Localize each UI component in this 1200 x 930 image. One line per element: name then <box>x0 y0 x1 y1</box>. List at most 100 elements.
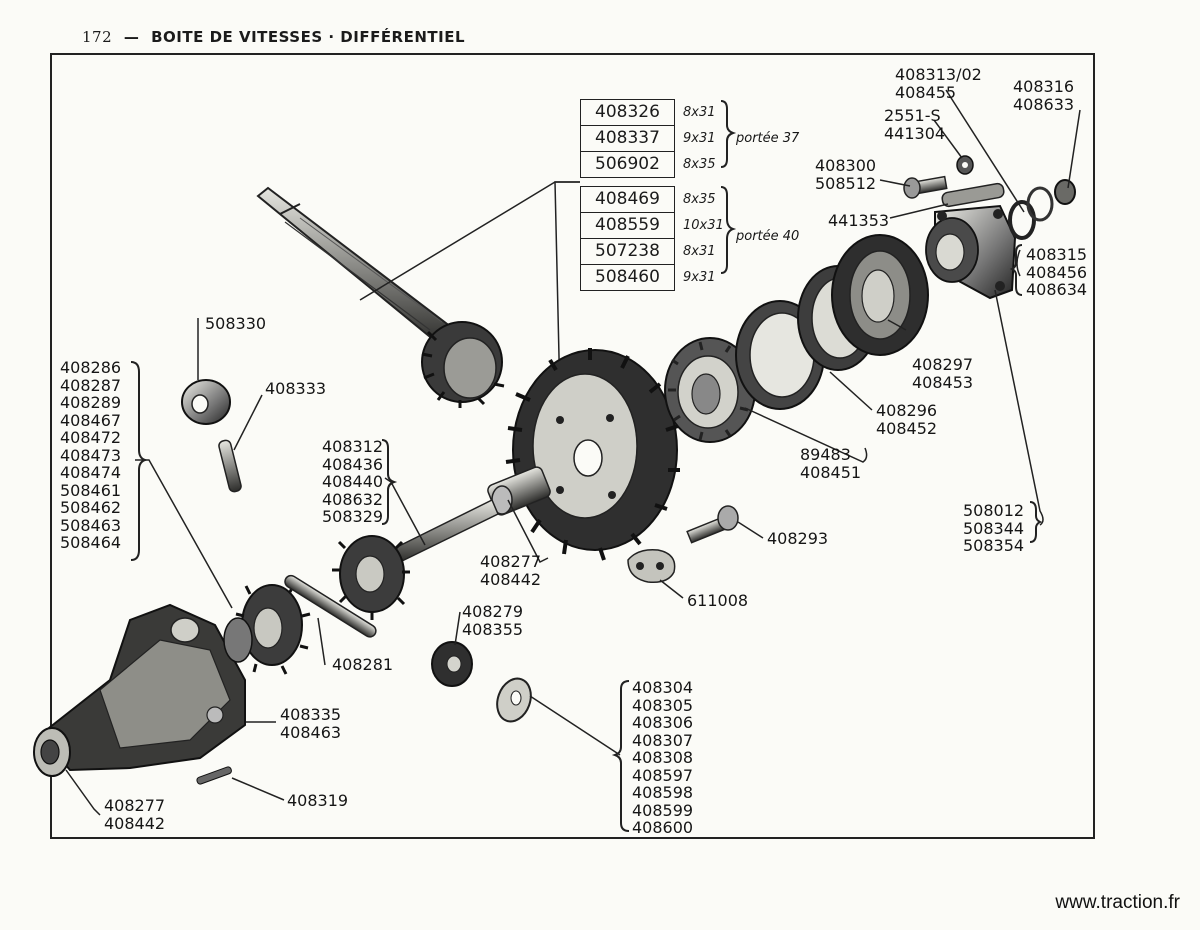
part-number: 408286 <box>60 358 122 377</box>
part-number: 408632 <box>322 489 384 509</box>
diagram-frame <box>50 53 1095 839</box>
part-number: 508464 <box>60 533 122 552</box>
pin-408333 <box>218 439 242 493</box>
crown-wheel <box>505 348 680 561</box>
part-number: 408436 <box>322 454 384 474</box>
label-408286: 408286 408287 408289 408467 408472 40847… <box>60 359 121 552</box>
part-number: 408319 <box>287 791 349 810</box>
table-row: 508460 9x31 <box>580 264 726 291</box>
part-number: 508012 <box>963 501 1025 520</box>
part-number: 508330 <box>205 314 267 333</box>
label-611008: 611008 <box>687 592 748 610</box>
size-cell: 9x31 <box>683 270 716 285</box>
part-number: 408279 <box>462 602 524 621</box>
part-number: 408312 <box>322 437 384 456</box>
label-408335: 408335 408463 <box>280 706 341 741</box>
part-number: 408442 <box>480 569 542 589</box>
label-408300: 408300 508512 <box>815 157 876 192</box>
header-dash: — <box>123 28 140 46</box>
part-number: 408473 <box>60 445 122 465</box>
part-number: 408296 <box>876 401 938 420</box>
part-number: 408455 <box>895 82 957 102</box>
ref-cell: 408469 <box>580 186 675 213</box>
label-2551-s: 2551-S 441304 <box>884 107 945 142</box>
part-number: 408440 <box>322 472 384 491</box>
part-number: 408442 <box>104 813 166 833</box>
leader-lines <box>359 181 580 401</box>
part-number: 508344 <box>963 518 1025 538</box>
part-number: 408335 <box>280 705 342 724</box>
nut-508330 <box>181 379 231 425</box>
label-408293: 408293 <box>767 530 828 548</box>
ref-cell: 408326 <box>580 99 675 126</box>
part-number: 408333 <box>265 379 327 398</box>
part-number: 408315 <box>1026 245 1088 264</box>
side-gear <box>223 583 311 675</box>
part-number: 408355 <box>462 619 524 639</box>
label-408277-left: 408277 408442 <box>104 797 165 832</box>
brackets <box>130 100 1043 832</box>
lock-tab <box>627 548 676 584</box>
ref-cell: 408337 <box>580 125 675 152</box>
label-408296: 408296 408452 <box>876 402 937 437</box>
part-number: 408474 <box>60 463 122 482</box>
page-title: BOITE DE VITESSES · DIFFÉRENTIEL <box>151 28 466 46</box>
locking-plate <box>941 182 1005 208</box>
bolt-408293 <box>686 505 739 544</box>
part-number: 408306 <box>632 713 694 732</box>
table-row: 506902 8x35 <box>580 151 726 178</box>
part-number: 408313/02 <box>895 65 982 84</box>
page-number: 172 <box>82 28 113 46</box>
part-number: 408308 <box>632 748 694 767</box>
pinion-gear <box>421 321 505 408</box>
part-number: 408597 <box>632 765 694 785</box>
output-flange <box>925 204 1017 300</box>
bolt-408300 <box>903 175 948 199</box>
part-number: 508461 <box>60 480 122 500</box>
ref-cell: 506902 <box>580 151 675 178</box>
label-408277-center: 408277 408442 <box>480 553 541 588</box>
part-number: 408289 <box>60 393 122 412</box>
pinion-shaft <box>256 186 457 347</box>
part-number: 89483 <box>800 445 851 464</box>
part-number: 408472 <box>60 428 122 447</box>
part-number: 408452 <box>876 418 938 438</box>
label-408279: 408279 408355 <box>462 603 523 638</box>
label-508012: 508012 508344 508354 <box>963 502 1024 555</box>
part-number: 408300 <box>815 156 877 175</box>
portee-37-label: portée 37 <box>736 131 800 146</box>
part-number: 508329 <box>322 507 384 526</box>
label-89483: 89483 408451 <box>800 446 861 481</box>
size-cell: 8x35 <box>683 157 716 172</box>
pin-408319 <box>196 766 232 785</box>
part-number: 408599 <box>632 800 694 820</box>
callout-lines <box>65 89 1081 816</box>
label-408304: 408304 408305 408306 408307 408308 40859… <box>632 679 693 837</box>
part-number: 408463 <box>280 722 342 742</box>
seal-ring <box>1008 179 1076 240</box>
part-number: 508354 <box>963 536 1025 555</box>
part-number: 611008 <box>687 591 749 610</box>
label-408315: 408315 408456 408634 <box>1026 246 1087 299</box>
part-number: 408316 <box>1013 77 1075 96</box>
differential-case <box>33 603 246 777</box>
thrust-washer <box>496 677 532 723</box>
ref-cell: 508460 <box>580 264 675 291</box>
label-408333: 408333 <box>265 380 326 398</box>
part-number: 508462 <box>60 498 122 517</box>
part-number: 508512 <box>815 173 877 193</box>
part-number: 441304 <box>884 123 946 143</box>
ref-cell: 507238 <box>580 238 675 265</box>
part-number: 508463 <box>60 515 122 535</box>
bearing-housing <box>831 234 929 356</box>
part-number: 408456 <box>1026 262 1088 282</box>
hub-collar <box>487 466 551 516</box>
label-408319: 408319 <box>287 792 348 810</box>
label-408313: 408313/02 408455 <box>895 66 982 101</box>
